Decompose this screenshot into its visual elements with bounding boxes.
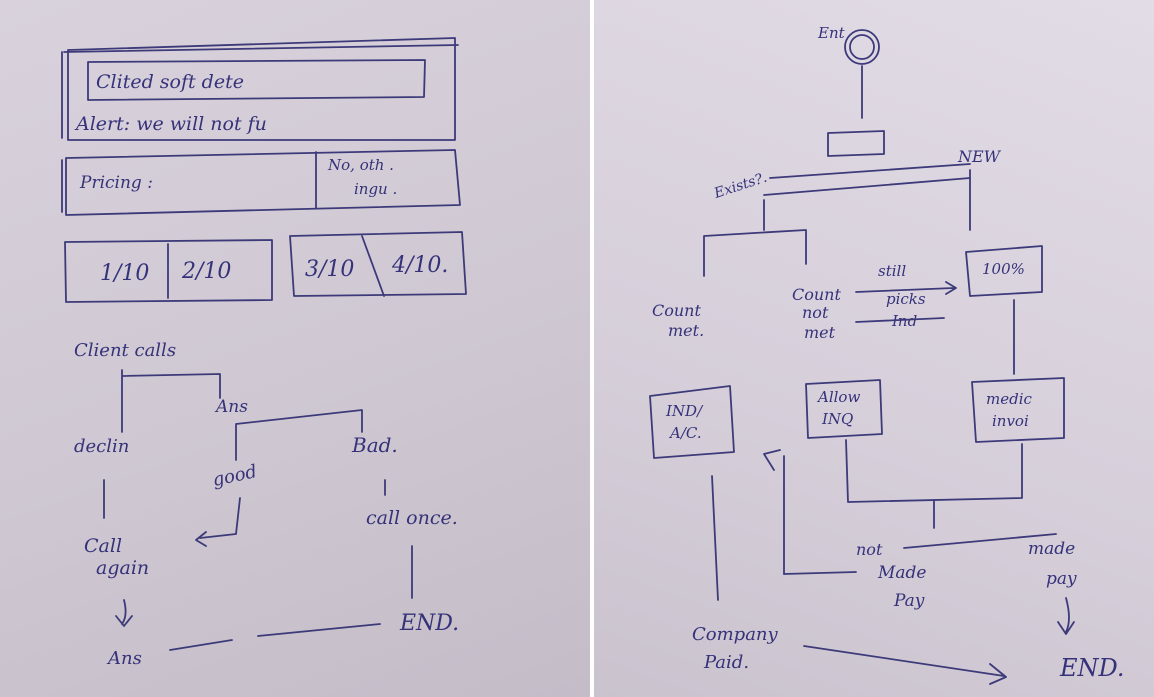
client-calls-label: Client calls	[74, 340, 176, 361]
step-3: 3/10	[305, 257, 354, 282]
pricing-label: Pricing :	[79, 173, 153, 193]
count-not-met-line1: Count	[792, 285, 841, 304]
box-ind-line1: IND/	[665, 402, 704, 420]
not-made-pay-line2: Made	[877, 563, 927, 583]
exists-label: Exists?.	[711, 170, 769, 202]
header-line1: Clited soft dete	[96, 71, 244, 93]
call-once-label: call once.	[366, 507, 458, 529]
made-pay-line1: made	[1028, 539, 1075, 559]
sheet-gap	[590, 0, 594, 697]
count-met-line2: met.	[668, 321, 704, 340]
still-picks-line2: picks	[886, 290, 926, 308]
new-label: NEW	[957, 147, 1002, 166]
count-met-line1: Count	[652, 301, 701, 320]
pricing-box	[61, 149, 461, 216]
made-pay-line2: pay	[1046, 569, 1077, 589]
steps-row	[64, 231, 467, 303]
left-sheet: Clited soft dete Alert: we will not fu P…	[0, 0, 590, 697]
still-picks-arrows	[855, 281, 1015, 375]
decision-box	[827, 65, 885, 157]
box-allow-line1: Allow	[816, 388, 860, 406]
hundred-label: 100%	[982, 260, 1025, 278]
not-made-pay-line3: Pay	[893, 591, 925, 611]
merge-lines	[711, 439, 1075, 685]
box-medic-invoi	[971, 377, 1065, 443]
left-sheet-drawing: Clited soft dete Alert: we will not fu P…	[61, 37, 467, 669]
box-medic-line2: invoi	[992, 412, 1029, 430]
box-ind-line2: A/C.	[668, 424, 702, 442]
entry-circle	[844, 29, 880, 65]
ans-bottom-label: Ans	[106, 648, 142, 669]
call-flow-lines	[103, 369, 413, 651]
entry-label: Ent	[817, 24, 846, 42]
box-medic-line1: medic	[986, 390, 1033, 408]
right-end-label: END.	[1059, 654, 1125, 682]
decline-label: declin	[74, 436, 129, 457]
bad-label: Bad.	[351, 433, 398, 457]
good-label: good	[211, 461, 259, 491]
header-box	[61, 37, 459, 141]
right-sheet-drawing: Ent Exists?. NEW 100% Count met. Count n…	[649, 24, 1125, 685]
pricing-note-line2: ingu .	[354, 180, 397, 198]
step-4: 4/10.	[391, 253, 448, 278]
count-not-met-line2: not	[802, 303, 829, 322]
pricing-note-line1: No, oth .	[327, 156, 394, 174]
step-2: 2/10	[181, 259, 231, 284]
answer-label: Ans	[214, 397, 248, 417]
still-picks-line1: still	[878, 262, 906, 280]
still-picks-line3: Ind	[891, 312, 917, 330]
right-sheet: Ent Exists?. NEW 100% Count met. Count n…	[594, 0, 1154, 697]
not-made-pay-line1: not	[856, 540, 883, 559]
box-allow-line2: INQ	[821, 410, 853, 428]
call-again-line1: Call	[84, 535, 122, 557]
step-1: 1/10	[100, 261, 149, 286]
hundred-box	[965, 245, 1043, 297]
count-not-met-line3: met	[804, 323, 836, 342]
company-paid-line1: Company	[692, 624, 779, 645]
box-allow-inq	[805, 379, 883, 439]
branch-lines	[703, 163, 971, 277]
header-alert-text: Alert: we will not fu	[74, 113, 267, 135]
left-end-label: END.	[399, 611, 459, 636]
box-ind-ac	[649, 385, 735, 459]
call-again-line2: again	[96, 557, 149, 579]
company-paid-line2: Paid.	[703, 652, 749, 673]
